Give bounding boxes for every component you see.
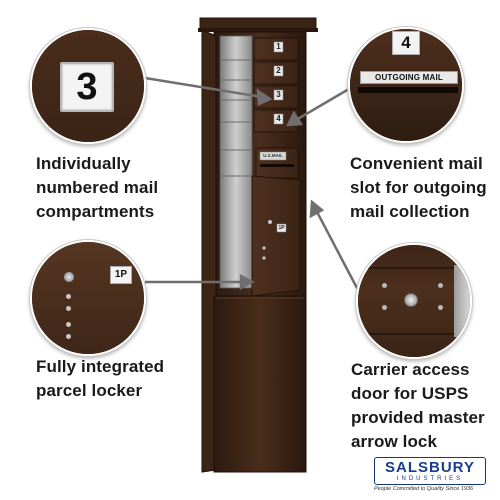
caption-numbered-compartments: Individually numbered mail compartments	[36, 152, 158, 224]
door-number-2: 2	[276, 66, 281, 75]
rivet-dot	[382, 283, 387, 288]
caption-line: Individually	[36, 154, 131, 173]
rivet-dot	[382, 305, 387, 310]
door-number-1: 1	[276, 42, 281, 51]
callout-circle-numbered-compartment: 3	[30, 28, 146, 144]
outgoing-mail-plate: OUTGOING MAIL	[360, 71, 458, 84]
brand-tagline: People Committed to Quality Since 1936	[374, 486, 474, 492]
caption-parcel-locker: Fully integrated parcel locker	[36, 355, 164, 403]
caption-line: provided master	[351, 408, 485, 427]
slot-label: U.S.MAIL	[263, 153, 283, 158]
parcel-locker-door	[251, 175, 301, 297]
parcel-locker-label: 1P	[110, 266, 132, 284]
locker-label: 1P	[278, 225, 285, 231]
pointer-arrow-compartments	[256, 88, 273, 106]
rivet-dot	[438, 283, 443, 288]
caption-line: door for USPS	[351, 384, 469, 403]
rivet-dot	[66, 334, 71, 339]
outgoing-mail-slot	[358, 87, 458, 93]
door-number-4: 4	[276, 114, 281, 123]
mailbox-interior	[219, 35, 253, 289]
caption-line: mail collection	[350, 202, 470, 221]
salsbury-logo: SALSBURY INDUSTRIES People Committed to …	[374, 457, 486, 492]
rivet-dot	[66, 306, 71, 311]
logo-badge: SALSBURY INDUSTRIES	[374, 457, 486, 485]
pointer-arrow-carrier	[309, 199, 325, 219]
caption-line: parcel locker	[36, 381, 143, 400]
rivet-dot	[66, 322, 71, 327]
pointer-line-compartments	[144, 76, 263, 99]
rivet-dot	[66, 294, 71, 299]
compartment-number-plate-4: 4	[392, 31, 420, 55]
caption-line: Fully integrated	[36, 357, 165, 376]
door-number-3: 3	[276, 90, 281, 99]
caption-line: Carrier access	[351, 360, 470, 379]
pointer-arrow-outgoing	[285, 110, 304, 127]
pointer-line-outgoing	[295, 84, 355, 122]
caption-carrier-door: Carrier access door for USPS provided ma…	[351, 358, 485, 454]
arrow-lock-icon	[404, 293, 418, 307]
keyhole-icon	[64, 272, 74, 282]
rivet-dot	[438, 305, 443, 310]
pointer-line-carrier	[314, 209, 360, 291]
caption-line: compartments	[36, 202, 155, 221]
callout-circle-carrier-door	[356, 243, 472, 359]
brand-sub: INDUSTRIES	[396, 476, 464, 482]
caption-line: numbered mail	[36, 178, 159, 197]
callout-circle-outgoing-mail: 4 OUTGOING MAIL	[348, 27, 464, 143]
compartment-number-plate: 3	[60, 62, 114, 112]
caption-line: slot for outgoing	[350, 178, 487, 197]
caption-outgoing-mail: Convenient mail slot for outgoing mail c…	[350, 152, 487, 224]
brand-name: SALSBURY	[385, 459, 475, 476]
caption-line: Convenient mail	[350, 154, 483, 173]
caption-line: arrow lock	[351, 432, 438, 451]
mailbox-base	[213, 295, 307, 473]
pointer-arrow-parcel	[239, 273, 255, 291]
callout-circle-parcel-locker: 1P	[30, 240, 146, 356]
